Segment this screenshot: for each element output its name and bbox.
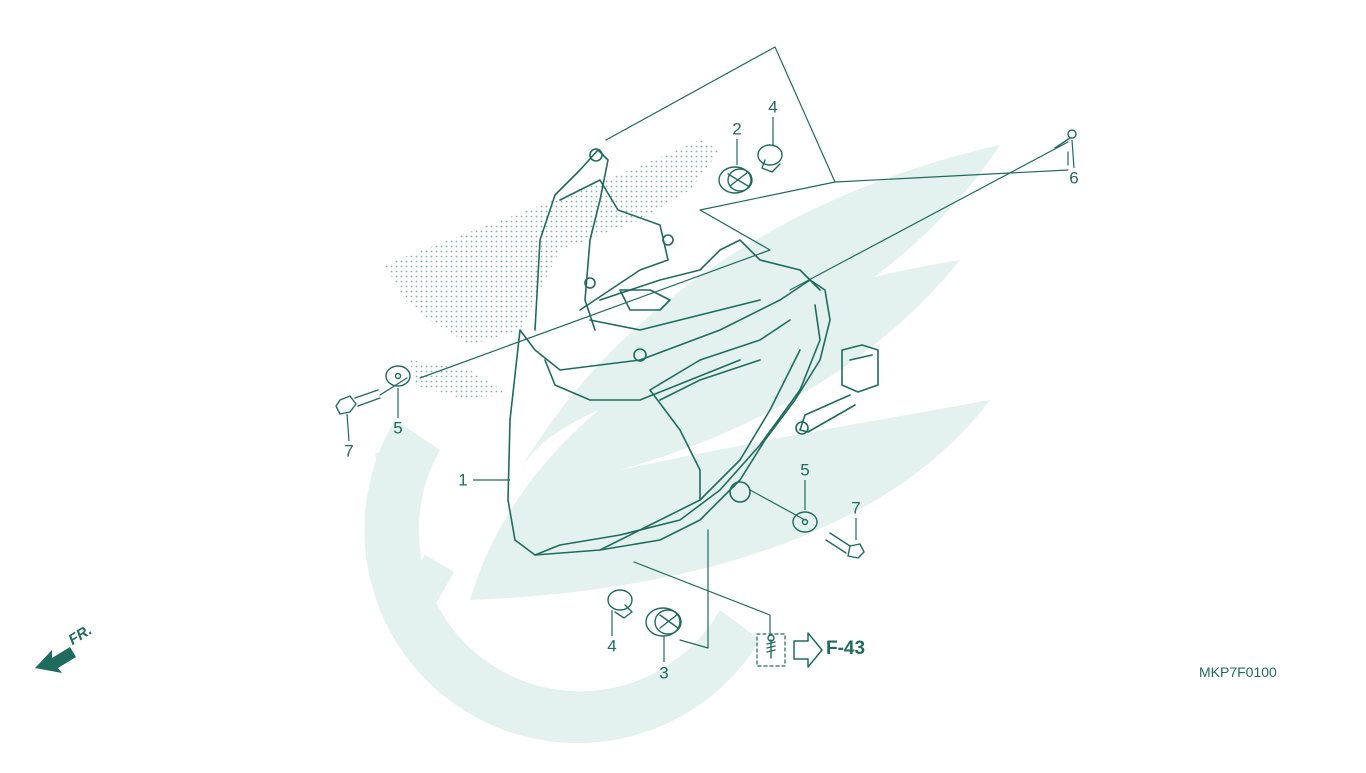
washer-left bbox=[385, 365, 411, 387]
callout-6: 6 bbox=[1069, 168, 1079, 188]
washer-right bbox=[792, 511, 818, 533]
leader-lines bbox=[379, 46, 1069, 649]
screw-upper bbox=[1054, 129, 1077, 149]
ref-screw-box bbox=[756, 633, 786, 667]
callout-1: 1 bbox=[458, 470, 468, 490]
shading-area-lower bbox=[410, 360, 510, 398]
diagram-code: MKP7F0100 bbox=[1199, 664, 1277, 680]
headlight-assembly bbox=[507, 148, 879, 556]
callout-7-left: 7 bbox=[344, 441, 354, 461]
collar-lower bbox=[607, 589, 633, 619]
callout-5-right: 5 bbox=[800, 460, 810, 480]
callout-4-lower: 4 bbox=[607, 636, 617, 656]
callout-4-upper: 4 bbox=[768, 97, 778, 117]
reference-label: F-43 bbox=[826, 638, 866, 659]
bolt-left bbox=[335, 389, 381, 415]
collar-upper bbox=[757, 144, 783, 173]
callout-5-left: 5 bbox=[393, 418, 403, 438]
callout-7-right: 7 bbox=[851, 498, 861, 518]
shading-area bbox=[385, 140, 720, 345]
grommet-upper bbox=[718, 166, 753, 194]
bolt-right bbox=[825, 532, 865, 559]
ref-arrow-icon bbox=[793, 632, 823, 668]
callout-3: 3 bbox=[659, 663, 669, 683]
ref-screw-icon bbox=[766, 634, 776, 659]
front-direction-arrow-icon bbox=[35, 647, 76, 673]
callout-2: 2 bbox=[732, 119, 742, 139]
grommet-lower bbox=[645, 607, 682, 637]
